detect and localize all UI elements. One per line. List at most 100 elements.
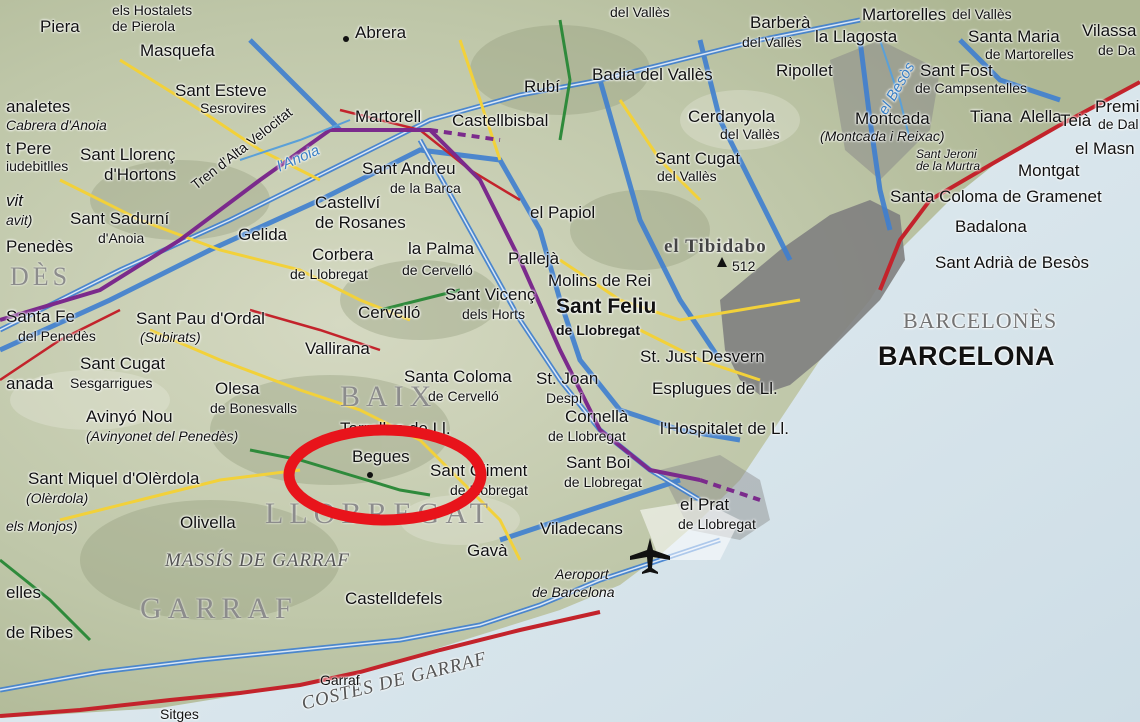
place-martorelles: Martorelles: [862, 5, 947, 24]
urban-barcelona: [720, 200, 905, 395]
place-vallirana: Vallirana: [305, 339, 370, 358]
place-de-da: de Da: [1098, 42, 1136, 58]
place-de-barcelona: de Barcelona: [532, 584, 615, 600]
place-santa-fe: Santa Fe: [6, 307, 75, 326]
place-sesrovires: Sesrovires: [200, 100, 267, 116]
region-garraf: GARRAF: [140, 592, 298, 625]
urban-north: [830, 40, 940, 180]
place-de-rosanes: de Rosanes: [315, 213, 406, 232]
place-de-llobregat-b: de Llobregat: [556, 322, 641, 338]
place-els-monjos: els Monjos): [6, 518, 78, 534]
place-badalona: Badalona: [955, 217, 1027, 236]
place-hospitalet: l'Hospitalet de Ll.: [660, 419, 789, 438]
place-la-palma: la Palma: [408, 239, 475, 258]
place-olerdola: (Olèrdola): [26, 490, 89, 506]
place-canaletes: analetes: [6, 97, 71, 116]
airplane-icon: [630, 538, 670, 574]
place-avinyo-nou: Avinyó Nou: [86, 407, 173, 426]
place-sant-miquel: Sant Miquel d'Olèrdola: [28, 469, 200, 488]
place-subirats: (Subirats): [140, 329, 201, 345]
place-de-pierola: de Pierola: [112, 18, 176, 34]
place-el-papiol: el Papiol: [530, 203, 596, 222]
place-penedes: Penedès: [6, 237, 74, 256]
place-teia: Teià: [1060, 111, 1092, 130]
place-del-valles-b: del Vallès: [742, 34, 802, 50]
place-sant-cugat-sesgarrigues: Sant Cugat: [80, 354, 166, 373]
place-gava: Gavà: [467, 541, 508, 560]
place-de-la-barca: de la Barca: [390, 180, 461, 196]
place-de-cervello-b: de Cervelló: [428, 388, 499, 404]
place-de-martorelles: de Martorelles: [985, 46, 1074, 62]
place-gelida: Gelida: [238, 225, 288, 244]
place-danoia: d'Anoia: [98, 230, 145, 246]
place-de-dalt: de Dal: [1098, 116, 1139, 132]
place-sant-jeroni: Sant Jeroni: [916, 147, 977, 161]
place-tibidabo-altitude: 512: [732, 258, 756, 274]
place-els-hostalets: els Hostalets: [112, 2, 193, 18]
place-cabrera: Cabrera d'Anoia: [6, 117, 107, 133]
place-sant-esteve: Sant Esteve: [175, 81, 267, 100]
place-begues: Begues: [352, 447, 410, 466]
place-riudebitlles: iudebitlles: [6, 158, 69, 174]
region-des: DÈS: [10, 262, 72, 291]
place-del-valles-top: del Vallès: [610, 4, 670, 20]
place-anada: anada: [6, 374, 54, 393]
place-del-valles-e: del Vallès: [657, 168, 717, 184]
place-cornella: Cornellà: [565, 407, 629, 426]
highlight-ellipse: [283, 424, 487, 526]
place-vit: vit: [6, 191, 23, 210]
airport-area: [640, 500, 740, 560]
place-premia: Premià: [1095, 97, 1140, 116]
place-sant-feliu: Sant Feliu: [556, 295, 657, 318]
place-alella: Alella: [1020, 107, 1062, 126]
place-abrera: Abrera: [355, 23, 407, 42]
place-despi: Despí: [546, 390, 583, 406]
place-corbera: Corbera: [312, 245, 374, 264]
place-badia: Badia del Vallès: [592, 65, 713, 84]
place-barbera: Barberà: [750, 13, 811, 32]
place-avinyonet: (Avinyonet del Penedès): [86, 428, 239, 444]
place-de-llobregat-c: de Llobregat: [548, 428, 626, 444]
place-el-masnou: el Masn: [1075, 139, 1135, 158]
mountain-peak-icon: [717, 257, 727, 267]
place-sant-vicenc: Sant Vicenç: [445, 285, 536, 304]
place-sant-cugat: Sant Cugat: [655, 149, 741, 168]
place-viladecans: Viladecans: [540, 519, 623, 538]
place-masquefa: Masquefa: [140, 41, 215, 60]
place-martorell: Martorell: [355, 107, 422, 126]
place-la-llagosta: la Llagosta: [815, 27, 898, 46]
place-el-prat: el Prat: [680, 495, 730, 514]
place-aeroport: Aeroport: [555, 566, 609, 582]
place-sant-pere: t Pere: [6, 139, 52, 158]
place-sant-boi: Sant Boi: [566, 453, 631, 472]
place-del-valles-c: del Vallès: [952, 6, 1012, 22]
place-sant-llorenc: Sant Llorenç: [80, 145, 176, 164]
place-de-cervello: de Cervelló: [402, 262, 473, 278]
place-sant-fost: Sant Fost: [920, 61, 993, 80]
place-tiana: Tiana: [970, 107, 1012, 126]
place-ripollet: Ripollet: [776, 61, 833, 80]
place-palleja: Pallejà: [508, 249, 560, 268]
city-barcelona: BARCELONA: [878, 341, 1055, 371]
place-santa-maria: Santa Maria: [968, 27, 1060, 46]
place-esplugues: Esplugues de Ll.: [652, 379, 778, 398]
place-tibidabo: el Tibidabo: [664, 236, 767, 257]
coastal-railway: [0, 80, 1140, 718]
place-montgat: Montgat: [1018, 161, 1080, 180]
place-de-llobregat-e: de Llobregat: [564, 474, 642, 490]
place-de-ribes: de Ribes: [6, 623, 74, 642]
place-montcada-reixac: (Montcada i Reixac): [820, 128, 945, 144]
place-sant-adria: Sant Adrià de Besòs: [935, 253, 1090, 272]
place-st-joan: St. Joan: [536, 369, 599, 388]
place-de-bonesvalls: de Bonesvalls: [210, 400, 298, 416]
place-de-llobregat-f: de Llobregat: [678, 516, 756, 532]
place-sant-andreu: Sant Andreu: [362, 159, 456, 178]
place-castellbisbal: Castellbisbal: [452, 111, 549, 130]
place-sitges: Sitges: [160, 706, 199, 722]
place-cervello: Cervelló: [358, 303, 421, 322]
place-dot-begues: [367, 472, 373, 478]
place-santa-coloma-cervello: Santa Coloma: [404, 367, 512, 386]
place-olivella: Olivella: [180, 513, 236, 532]
